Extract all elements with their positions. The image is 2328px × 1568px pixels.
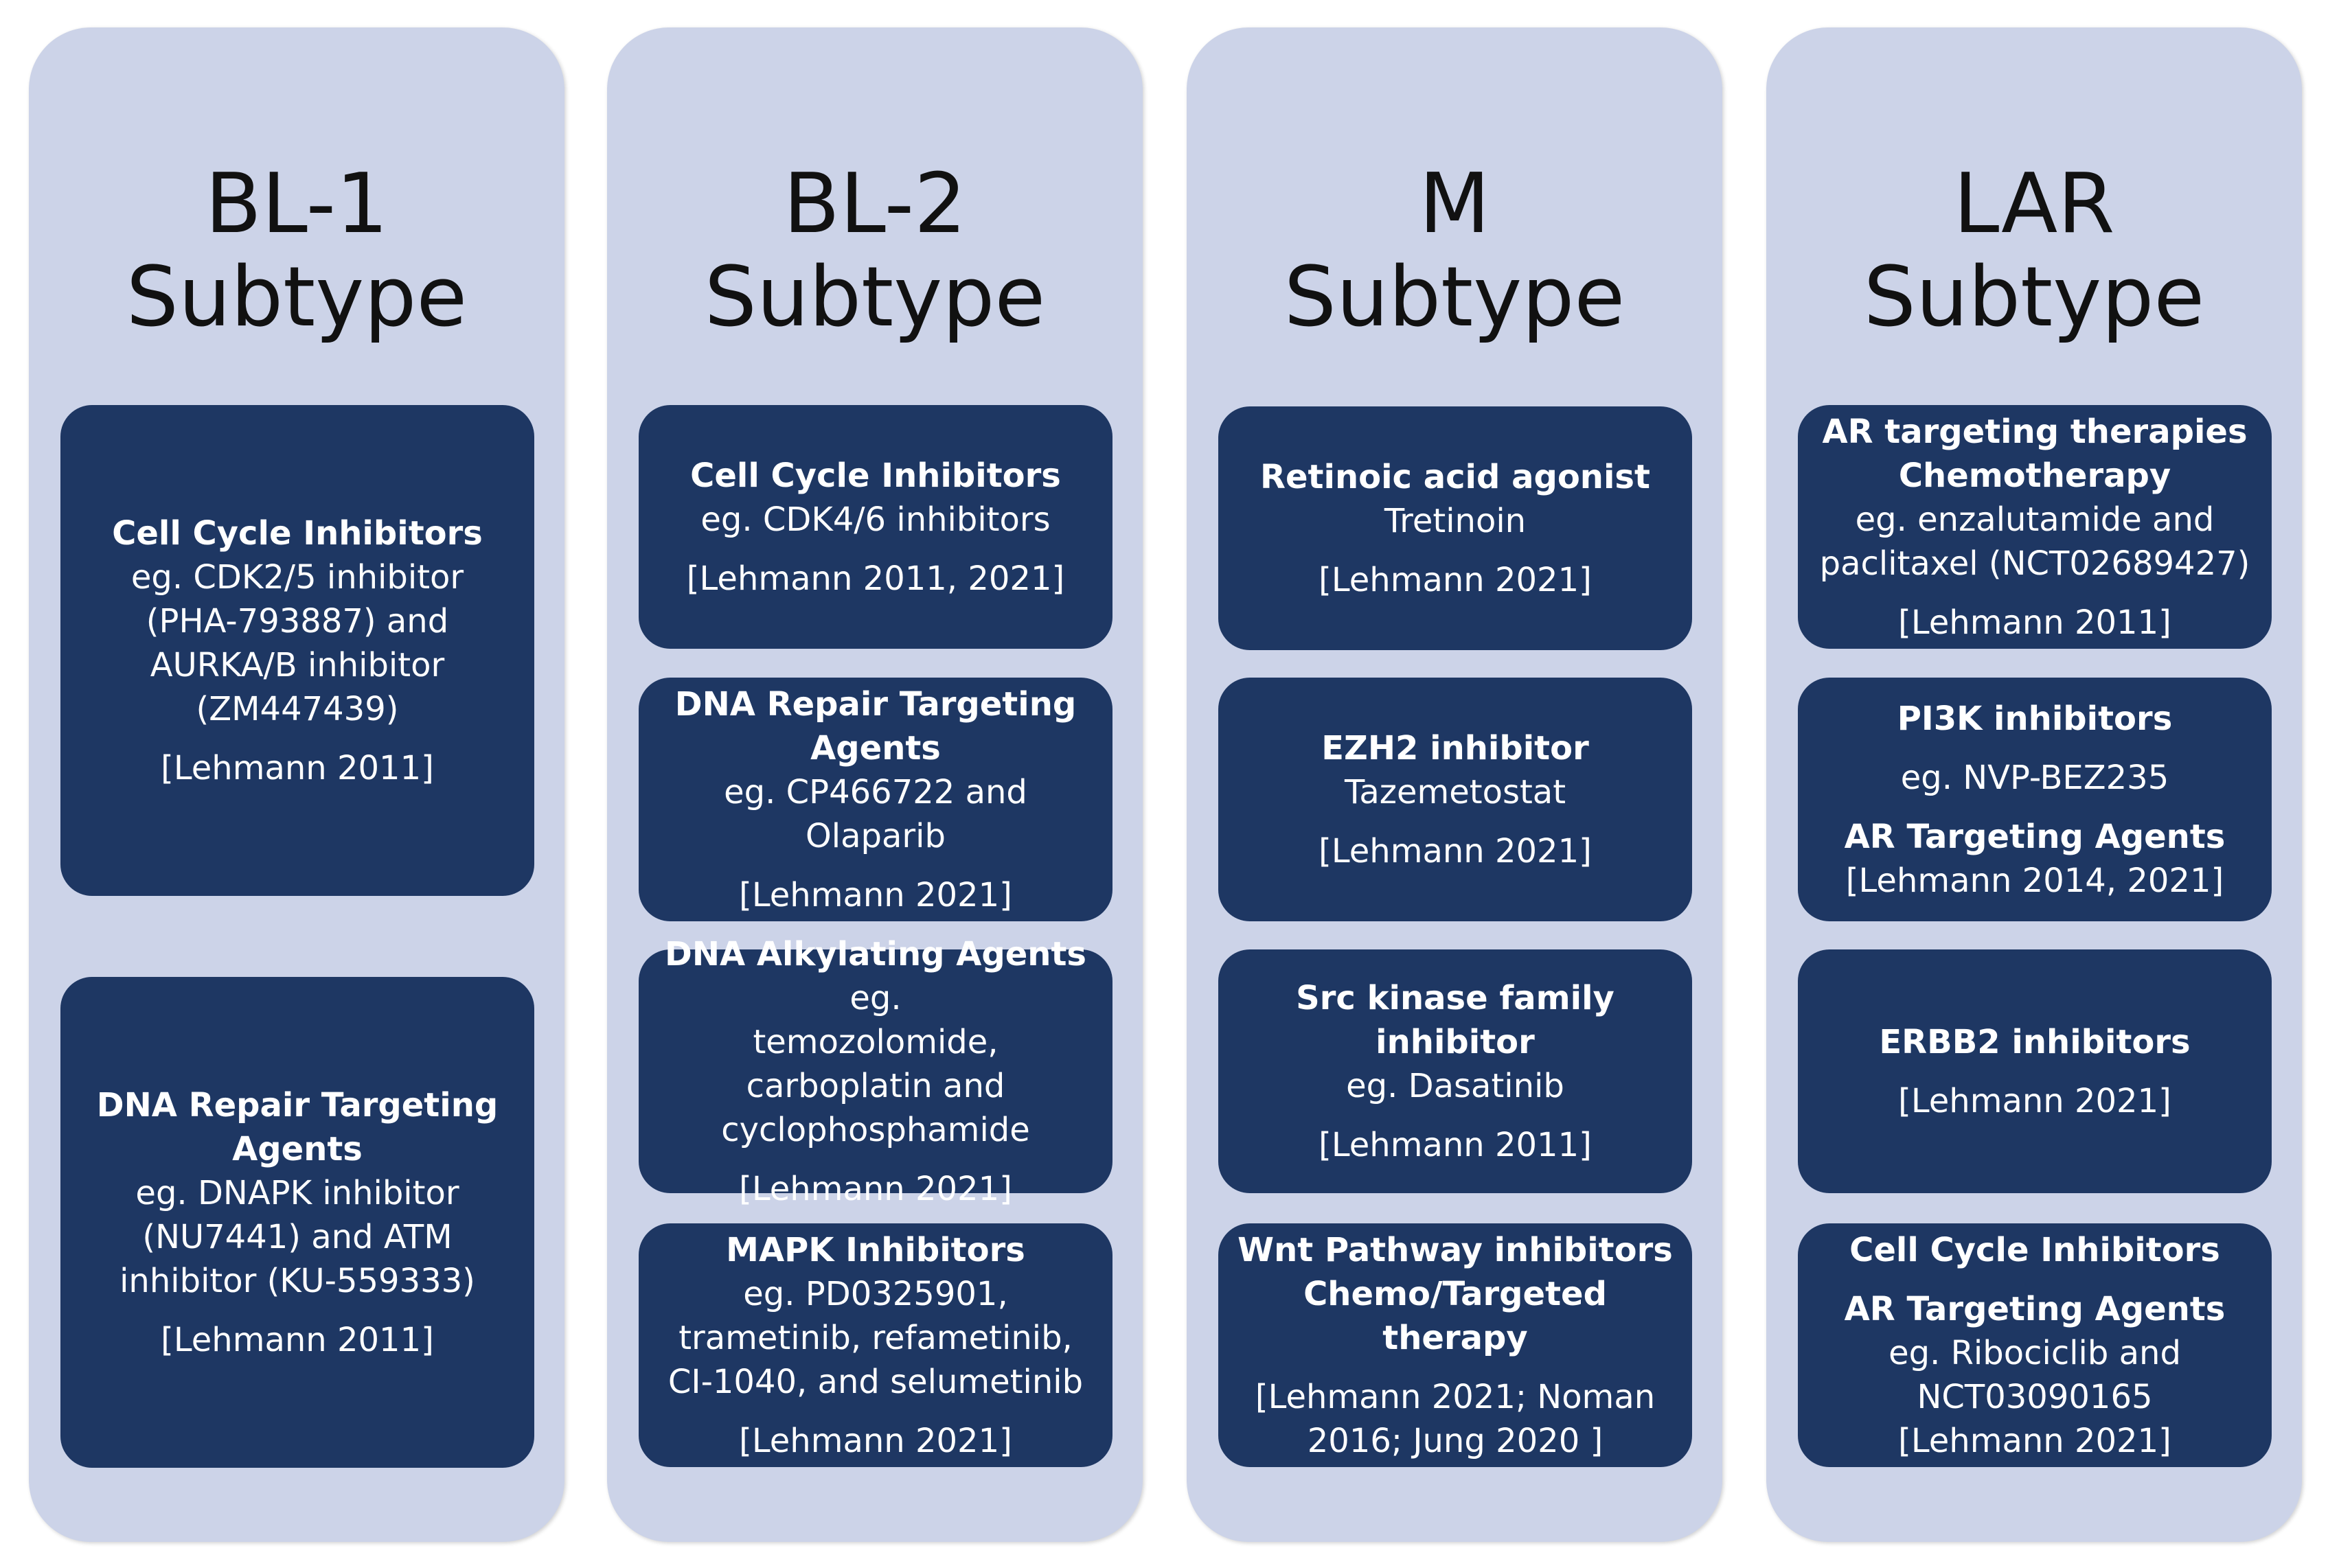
box-heading: PI3K inhibitors — [1897, 699, 2173, 738]
box-line: inhibitor (KU-559333) — [119, 1261, 475, 1300]
box-reference: [Lehmann 2011] — [161, 1320, 434, 1359]
box-line: NCT03090165 — [1917, 1377, 2153, 1416]
therapy-box: DNA Repair Targeting Agents eg. DNAPK in… — [60, 977, 534, 1468]
box-heading: Chemotherapy — [1898, 456, 2171, 495]
box-heading: DNA Repair Targeting — [96, 1085, 499, 1125]
box-heading: Wnt Pathway inhibitors — [1237, 1230, 1673, 1269]
therapy-box: Wnt Pathway inhibitors Chemo/Targeted th… — [1218, 1223, 1692, 1467]
therapy-box: AR targeting therapies Chemotherapy eg. … — [1798, 405, 2272, 649]
title-line-1: M — [1419, 157, 1490, 252]
column-lar: LAR Subtype AR targeting therapies Chemo… — [1766, 27, 2302, 1542]
box-heading: Src kinase family inhibitor — [1296, 978, 1614, 1061]
title-line-2: Subtype — [1863, 250, 2205, 345]
therapy-box: EZH2 inhibitor Tazemetostat [Lehmann 202… — [1218, 678, 1692, 921]
box-heading: Cell Cycle Inhibitors — [690, 456, 1061, 495]
box-line: cyclophosphamide — [721, 1110, 1030, 1149]
column-m: M Subtype Retinoic acid agonist Tretinoi… — [1187, 27, 1722, 1542]
box-line: eg. DNAPK inhibitor — [135, 1173, 459, 1212]
column-bl1: BL-1 Subtype Cell Cycle Inhibitors eg. C… — [29, 27, 564, 1542]
title-line-1: BL-1 — [205, 157, 389, 252]
title-line-2: Subtype — [704, 250, 1046, 345]
box-line: eg. NVP-BEZ235 — [1900, 758, 2169, 797]
box-heading: ERBB2 inhibitors — [1879, 1022, 2191, 1061]
title-line-1: BL-2 — [783, 157, 967, 252]
box-heading: Cell Cycle Inhibitors — [112, 514, 483, 553]
box-reference: [Lehmann 2021] — [739, 1421, 1012, 1460]
box-line: AURKA/B inhibitor — [150, 645, 445, 684]
box-line: temozolomide, — [753, 1022, 998, 1061]
therapy-box: DNA Repair Targeting Agents eg. CP466722… — [639, 678, 1112, 921]
box-heading: DNA Repair Targeting — [674, 684, 1077, 724]
box-heading: Cell Cycle Inhibitors — [1849, 1230, 2220, 1269]
box-heading-tail: eg. — [849, 978, 902, 1017]
therapy-box: MAPK Inhibitors eg. PD0325901, trametini… — [639, 1223, 1112, 1467]
box-line: Tazemetostat — [1344, 772, 1566, 811]
box-reference: [Lehmann 2011] — [1319, 1125, 1592, 1164]
therapy-box: Cell Cycle Inhibitors AR Targeting Agent… — [1798, 1223, 2272, 1467]
box-line: trametinib, refametinib, — [678, 1318, 1073, 1357]
title-line-1: LAR — [1953, 157, 2115, 252]
box-reference: [Lehmann 2021] — [1319, 560, 1592, 599]
box-line: (NU7441) and ATM — [142, 1217, 453, 1256]
box-reference: [Lehmann 2014, 2021] — [1845, 861, 2224, 900]
column-title: BL-2 Subtype — [607, 158, 1143, 345]
box-line: eg. PD0325901, — [743, 1274, 1008, 1313]
box-reference: [Lehmann 2021; Noman — [1255, 1377, 1656, 1416]
box-reference: [Lehmann 2021] — [1898, 1421, 2171, 1460]
box-line: eg. CP466722 and — [724, 772, 1027, 811]
box-heading: Chemo/Targeted therapy — [1303, 1274, 1607, 1357]
box-reference: [Lehmann 2011] — [1898, 603, 2171, 642]
box-reference: 2016; Jung 2020 ] — [1307, 1421, 1604, 1460]
box-heading: Agents — [232, 1129, 363, 1168]
box-line: eg. Ribociclib and — [1888, 1333, 2181, 1372]
title-line-2: Subtype — [126, 250, 468, 345]
box-line: eg. CDK4/6 inhibitors — [700, 500, 1051, 539]
box-line: carboplatin and — [746, 1066, 1005, 1105]
box-heading: AR targeting therapies — [1822, 412, 2248, 451]
column-title: BL-1 Subtype — [29, 158, 564, 345]
box-reference: [Lehmann 2021] — [739, 1169, 1012, 1208]
therapy-box: PI3K inhibitors eg. NVP-BEZ235 AR Target… — [1798, 678, 2272, 921]
therapy-box: Src kinase family inhibitor eg. Dasatini… — [1218, 949, 1692, 1193]
box-heading: MAPK Inhibitors — [726, 1230, 1025, 1269]
box-line: eg. enzalutamide and — [1855, 500, 2215, 539]
therapy-box: DNA Alkylating Agents eg. temozolomide, … — [639, 935, 1112, 1208]
box-line: (PHA-793887) and — [146, 601, 449, 641]
therapy-box: Cell Cycle Inhibitors eg. CDK4/6 inhibit… — [639, 405, 1112, 649]
box-heading: EZH2 inhibitor — [1321, 728, 1589, 768]
box-line: eg. Dasatinib — [1346, 1066, 1564, 1105]
box-heading: AR Targeting Agents — [1844, 817, 2226, 856]
box-reference: [Lehmann 2011] — [161, 748, 434, 787]
box-heading: Agents — [810, 728, 941, 768]
column-bl2: BL-2 Subtype Cell Cycle Inhibitors eg. C… — [607, 27, 1143, 1542]
box-reference: [Lehmann 2021] — [739, 875, 1012, 914]
box-line: eg. CDK2/5 inhibitor — [130, 557, 464, 597]
box-heading: Retinoic acid agonist — [1260, 457, 1650, 496]
column-title: LAR Subtype — [1766, 158, 2302, 345]
box-heading: AR Targeting Agents — [1844, 1289, 2226, 1328]
box-reference: [Lehmann 2021] — [1319, 831, 1592, 871]
box-line: Tretinoin — [1384, 501, 1527, 540]
box-reference: [Lehmann 2021] — [1898, 1081, 2171, 1120]
box-line: CI-1040, and selumetinib — [667, 1362, 1084, 1401]
title-line-2: Subtype — [1283, 250, 1625, 345]
therapy-box: Retinoic acid agonist Tretinoin [Lehmann… — [1218, 406, 1692, 650]
box-heading-line: DNA Alkylating Agents eg. — [650, 932, 1102, 1020]
column-title: M Subtype — [1187, 158, 1722, 345]
box-line: paclitaxel (NCT02689427) — [1819, 544, 2250, 583]
therapy-box: Cell Cycle Inhibitors eg. CDK2/5 inhibit… — [60, 405, 534, 896]
box-heading: DNA Alkylating Agents — [665, 934, 1086, 973]
box-line: (ZM447439) — [196, 689, 399, 728]
therapy-box: ERBB2 inhibitors [Lehmann 2021] — [1798, 949, 2272, 1193]
box-line: Olaparib — [806, 816, 946, 855]
box-reference: [Lehmann 2011, 2021] — [686, 559, 1065, 598]
